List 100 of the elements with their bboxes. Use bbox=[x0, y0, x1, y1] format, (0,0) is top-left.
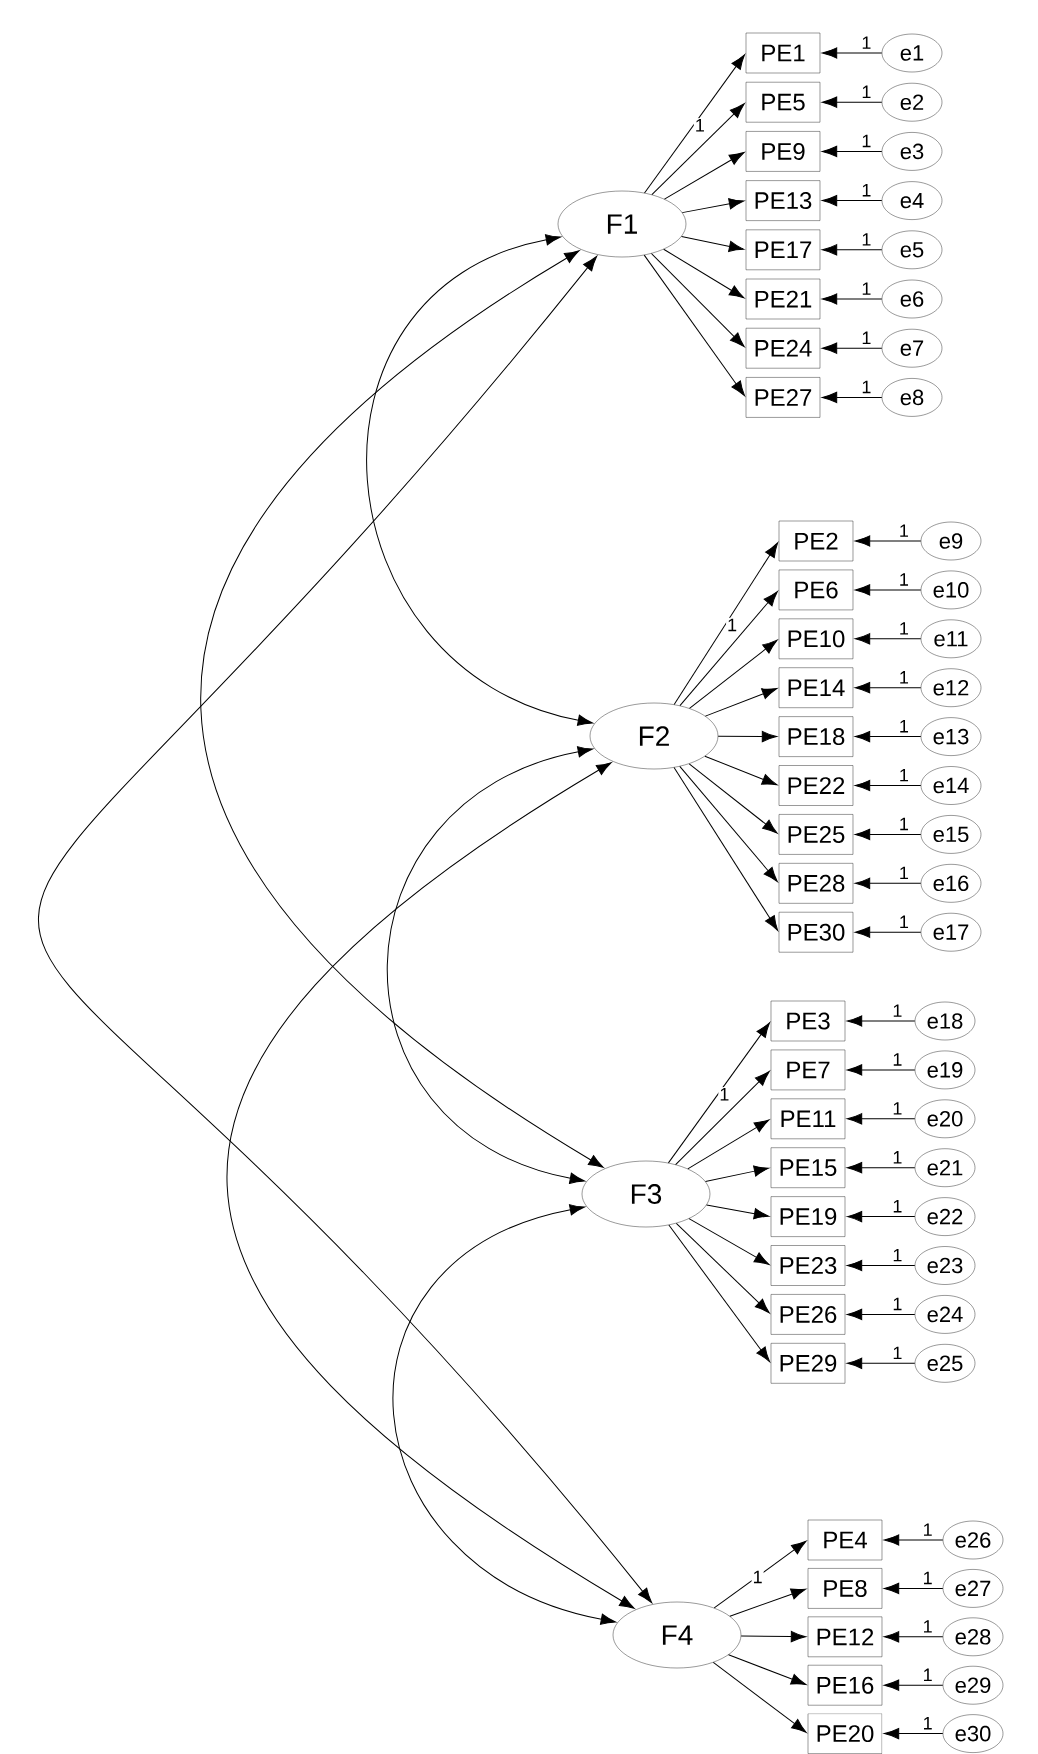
arrow bbox=[821, 244, 883, 256]
edge-label: 1 bbox=[718, 1087, 731, 1102]
arrow bbox=[687, 1119, 770, 1170]
arrow bbox=[821, 145, 883, 158]
indicator-box: PE28 bbox=[778, 863, 854, 904]
arrow bbox=[821, 342, 883, 354]
edge-label: 1 bbox=[897, 621, 910, 636]
indicator-box: PE12 bbox=[807, 1616, 883, 1657]
edge-label: 1 bbox=[891, 1101, 904, 1116]
indicator-box: PE9 bbox=[745, 131, 821, 172]
edge-label: 1 bbox=[891, 1052, 904, 1067]
edge-label: 1 bbox=[860, 281, 873, 296]
indicator-box: PE5 bbox=[745, 82, 821, 123]
edge-label: 1 bbox=[897, 572, 910, 587]
indicator-box: PE30 bbox=[778, 912, 854, 953]
arrow bbox=[688, 763, 778, 834]
arrow bbox=[854, 828, 922, 841]
arrow bbox=[706, 1204, 770, 1220]
arrow bbox=[651, 103, 745, 196]
arrow bbox=[846, 1162, 916, 1174]
arrow bbox=[883, 1534, 944, 1546]
indicator-box: PE27 bbox=[745, 377, 821, 418]
edge-label: 1 bbox=[921, 1522, 934, 1537]
edge-label: 1 bbox=[751, 1569, 764, 1585]
indicator-box: PE21 bbox=[745, 278, 821, 320]
indicator-box: PE17 bbox=[745, 229, 821, 270]
arrow bbox=[712, 1661, 807, 1733]
edge-label: 1 bbox=[860, 84, 873, 99]
edge-label: 1 bbox=[897, 523, 910, 538]
arrow bbox=[650, 253, 745, 348]
arrow bbox=[821, 47, 883, 59]
arrow bbox=[854, 535, 922, 547]
arrow bbox=[854, 682, 922, 694]
edge-label: 1 bbox=[891, 1003, 904, 1018]
indicator-box: PE8 bbox=[807, 1568, 883, 1609]
edge-label: 1 bbox=[897, 816, 910, 832]
arrow bbox=[854, 730, 922, 743]
indicator-box: PE2 bbox=[778, 520, 854, 562]
arrow bbox=[846, 1308, 916, 1321]
indicator-box: PE19 bbox=[770, 1196, 846, 1237]
curved-arrow bbox=[200, 250, 604, 1168]
arrow bbox=[673, 767, 779, 931]
indicator-box: PE22 bbox=[778, 765, 854, 806]
edge-label: 1 bbox=[693, 118, 706, 133]
curved-arrow bbox=[226, 762, 635, 1609]
arrow bbox=[854, 877, 922, 889]
arrow bbox=[854, 633, 922, 645]
arrow bbox=[846, 1259, 916, 1272]
indicator-box: PE26 bbox=[770, 1294, 846, 1335]
indicator-box: PE13 bbox=[745, 180, 821, 221]
arrow bbox=[663, 248, 745, 299]
edge-label: 1 bbox=[860, 183, 873, 198]
edge-label: 1 bbox=[860, 133, 873, 149]
edge-label: 1 bbox=[726, 617, 739, 633]
arrow bbox=[679, 591, 778, 707]
arrow bbox=[689, 639, 778, 709]
arrow bbox=[675, 1070, 770, 1166]
edge-label: 1 bbox=[921, 1570, 934, 1586]
arrow bbox=[846, 1210, 916, 1223]
arrow bbox=[673, 542, 779, 705]
arrow bbox=[883, 1727, 944, 1740]
indicator-box: PE4 bbox=[807, 1519, 883, 1561]
indicator-box: PE18 bbox=[778, 716, 854, 757]
arrow bbox=[846, 1357, 916, 1369]
curved-arrow bbox=[366, 234, 593, 726]
arrow bbox=[681, 235, 745, 252]
indicator-box: PE11 bbox=[770, 1098, 846, 1139]
edge-label: 1 bbox=[891, 1345, 904, 1361]
arrow bbox=[854, 584, 922, 596]
arrow bbox=[679, 765, 778, 883]
edge-label: 1 bbox=[860, 35, 873, 50]
arrow bbox=[821, 194, 883, 207]
arrow bbox=[821, 391, 883, 404]
curved-arrow bbox=[386, 746, 593, 1184]
arrow bbox=[728, 1654, 807, 1685]
arrow bbox=[717, 730, 778, 743]
arrow bbox=[821, 96, 883, 108]
arrow bbox=[667, 1022, 770, 1164]
indicator-box: PE23 bbox=[770, 1245, 846, 1286]
edge-label: 1 bbox=[897, 719, 910, 734]
edge-label: 1 bbox=[860, 379, 873, 395]
indicator-box: PE15 bbox=[770, 1147, 846, 1188]
indicator-box: PE25 bbox=[778, 814, 854, 855]
arrow bbox=[668, 1224, 770, 1363]
arrow bbox=[729, 1588, 807, 1617]
arrow bbox=[846, 1064, 916, 1076]
edge-label: 1 bbox=[897, 865, 910, 881]
indicator-box: PE1 bbox=[745, 32, 821, 74]
edge-label: 1 bbox=[921, 1619, 934, 1634]
arrow bbox=[713, 1540, 807, 1609]
arrow bbox=[704, 1165, 770, 1182]
curved-arrow bbox=[393, 1204, 616, 1625]
edge-label: 1 bbox=[860, 232, 873, 247]
edge-label: 1 bbox=[897, 767, 910, 783]
arrow bbox=[821, 293, 883, 305]
arrow bbox=[644, 54, 745, 194]
edge-label: 1 bbox=[921, 1667, 934, 1682]
indicator-box: PE6 bbox=[778, 569, 854, 611]
indicator-box: PE7 bbox=[770, 1049, 846, 1091]
arrow bbox=[740, 1630, 807, 1643]
